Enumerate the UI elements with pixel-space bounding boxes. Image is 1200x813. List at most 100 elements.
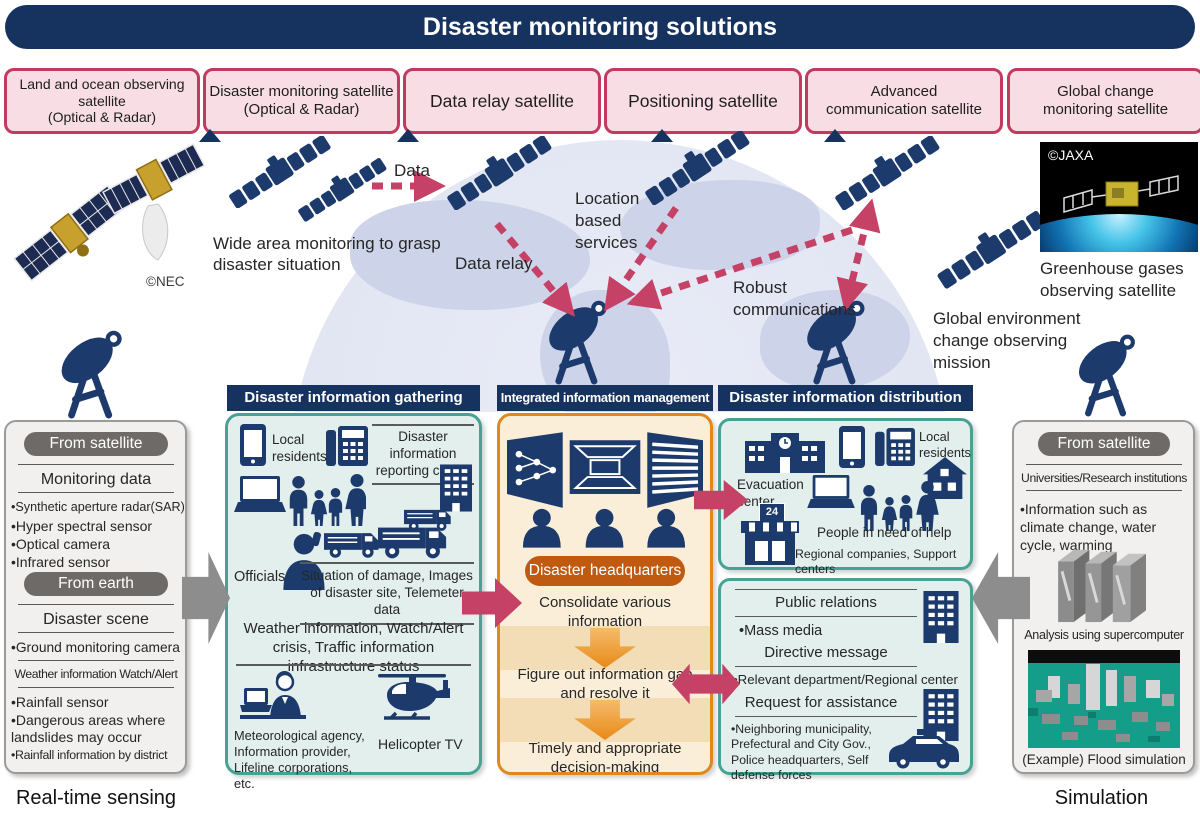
divider xyxy=(1026,464,1182,465)
people-help-label: People in need of help xyxy=(817,525,952,540)
situation-label: Situation of damage, Images of disaster … xyxy=(300,562,474,625)
box-label: (Optical & Radar) xyxy=(243,101,360,118)
disaster-headquarters-pill: Disaster headquarters xyxy=(525,556,685,586)
divider xyxy=(236,664,471,666)
list-item: •Synthetic aperture radar(SAR) xyxy=(11,500,185,514)
management-panel: Disaster headquarters Consolidate variou… xyxy=(497,413,713,775)
list-item: •Rainfall information by district xyxy=(11,748,168,762)
divider xyxy=(18,660,174,661)
satellite-box-global-change: Global change monitoring satellite xyxy=(1007,68,1200,134)
robust-communications-label: Robust communications xyxy=(733,278,856,320)
box-label: Advanced xyxy=(870,83,938,100)
desk-person-icon xyxy=(240,670,306,727)
universities-label: Universities/Research institutions xyxy=(1021,471,1187,485)
box-label: Positioning satellite xyxy=(628,90,778,111)
left-sensing-panel: From satellite Monitoring data •Syntheti… xyxy=(4,420,187,774)
box-label: Land and ocean observing satellite xyxy=(19,75,185,109)
gathering-header: Disaster information gathering system xyxy=(227,385,480,432)
directive-message-label: Directive message xyxy=(764,644,888,661)
gathering-panel: Local residents Disaster information rep… xyxy=(225,413,482,791)
request-assistance-label: Request for assistance xyxy=(744,694,898,711)
local-residents-label: Local residents xyxy=(272,432,327,464)
flood-simulation-image xyxy=(1028,650,1180,753)
flood-example-label: (Example) Flood simulation xyxy=(1022,752,1186,767)
list-item: •Infrared sensor xyxy=(11,554,111,570)
divider xyxy=(18,687,174,688)
divider xyxy=(18,464,174,465)
neighboring-label: •Neighboring municipality, Prefectural a… xyxy=(731,722,872,783)
supercomputer-icon xyxy=(1056,542,1154,629)
family-icons xyxy=(286,472,369,531)
fax-phone-icon xyxy=(326,426,368,471)
list-item: •Ground monitoring camera xyxy=(11,640,180,655)
satellite-box-data-relay: Data relay satellite xyxy=(403,68,601,134)
from-satellite-pill: From satellite xyxy=(24,432,168,456)
box-label: Data relay satellite xyxy=(430,90,574,111)
divider xyxy=(18,632,174,633)
box-label: Global change xyxy=(1057,83,1154,100)
laptop-icon xyxy=(807,475,855,513)
headquarters-label: Disaster headquarters xyxy=(528,562,682,579)
left-gray-arrow xyxy=(182,552,230,644)
step-consolidate: Consolidate various information xyxy=(539,594,671,630)
step-decision: Timely and appropriate decision-making xyxy=(528,740,682,775)
helicopter-tv-label: Helicopter TV xyxy=(378,736,463,752)
box-label: communication satellite xyxy=(826,101,982,118)
officials-label: Officials xyxy=(234,569,286,585)
store-sign-text: 24 xyxy=(765,506,779,518)
right-simulation-panel: From satellite Universities/Research ins… xyxy=(1012,420,1195,774)
jaxa-credit: ©JAXA xyxy=(1048,147,1094,163)
list-item: •Dangerous areas where landslides may oc… xyxy=(11,712,166,746)
list-item: •Optical camera xyxy=(11,536,111,552)
satellite-box-land-ocean: Land and ocean observing satellite (Opti… xyxy=(4,68,200,134)
management-header: Integrated information management system xyxy=(497,385,713,431)
from-earth-pill: From earth xyxy=(24,572,168,596)
fire-truck-icon xyxy=(324,524,380,564)
divider xyxy=(735,716,917,717)
climate-info-item: •Information such as climate change, wat… xyxy=(1020,501,1157,554)
title-banner: Disaster monitoring solutions xyxy=(5,5,1195,49)
satellite-box-advanced-communication: Advanced communication satellite xyxy=(805,68,1003,134)
weather-watch-label: Weather information Watch/Alert xyxy=(14,667,178,681)
pill-label: From satellite xyxy=(49,435,143,452)
building-icon xyxy=(923,591,959,648)
location-based-label: Location based services xyxy=(575,189,640,253)
step-figure-out: Figure out information gap and resolve i… xyxy=(517,666,693,702)
earth-horizon xyxy=(1040,213,1198,252)
box-label: monitoring satellite xyxy=(1042,101,1169,118)
mass-media-label: •Mass media xyxy=(739,623,823,639)
police-car-icon xyxy=(885,729,961,774)
distribution-bottom-box: Public relations •Mass media Directive m… xyxy=(718,578,973,782)
data-relay-label: Data relay xyxy=(455,254,533,273)
public-relations-label: Public relations xyxy=(775,594,877,611)
smartphone-icon xyxy=(240,424,266,471)
analysis-label: Analysis using supercomputer xyxy=(1024,628,1184,642)
control-room-screens-icon xyxy=(507,430,703,553)
list-item: •Hyper spectral sensor xyxy=(11,518,153,534)
pill-label: From earth xyxy=(58,575,134,592)
smartphone-icon xyxy=(839,426,865,473)
global-env-label: Global environment change observing miss… xyxy=(933,309,1081,373)
disaster-scene-label: Disaster scene xyxy=(43,611,149,628)
distribution-top-box: Evacuation center Local residents 24 Peo… xyxy=(718,418,973,576)
realtime-sensing-caption: Real-time sensing xyxy=(15,787,177,809)
wide-area-label: Wide area monitoring to grasp disaster s… xyxy=(213,234,441,275)
laptop-icon xyxy=(234,476,286,517)
relevant-dept-label: •Relevant department/Regional center xyxy=(733,672,958,687)
fax-phone-icon xyxy=(875,428,915,471)
simulation-caption: Simulation xyxy=(1054,787,1149,809)
gosat-satellite-icon xyxy=(1062,170,1182,225)
school-building-icon xyxy=(745,429,825,478)
weather-label: Weather information, Watch/Alert crisis,… xyxy=(243,620,464,675)
jaxa-satellite-image: ©JAXA xyxy=(1040,142,1198,252)
divider xyxy=(735,666,917,667)
divider xyxy=(735,589,917,590)
satellite-box-positioning: Positioning satellite xyxy=(604,68,802,134)
divider xyxy=(18,492,174,493)
divider xyxy=(18,604,174,605)
agency-label: Meteorological agency, Information provi… xyxy=(234,728,365,791)
fire-truck-icon xyxy=(378,516,448,565)
box-label: (Optical & Radar) xyxy=(47,109,157,126)
monitoring-data-label: Monitoring data xyxy=(40,471,152,488)
